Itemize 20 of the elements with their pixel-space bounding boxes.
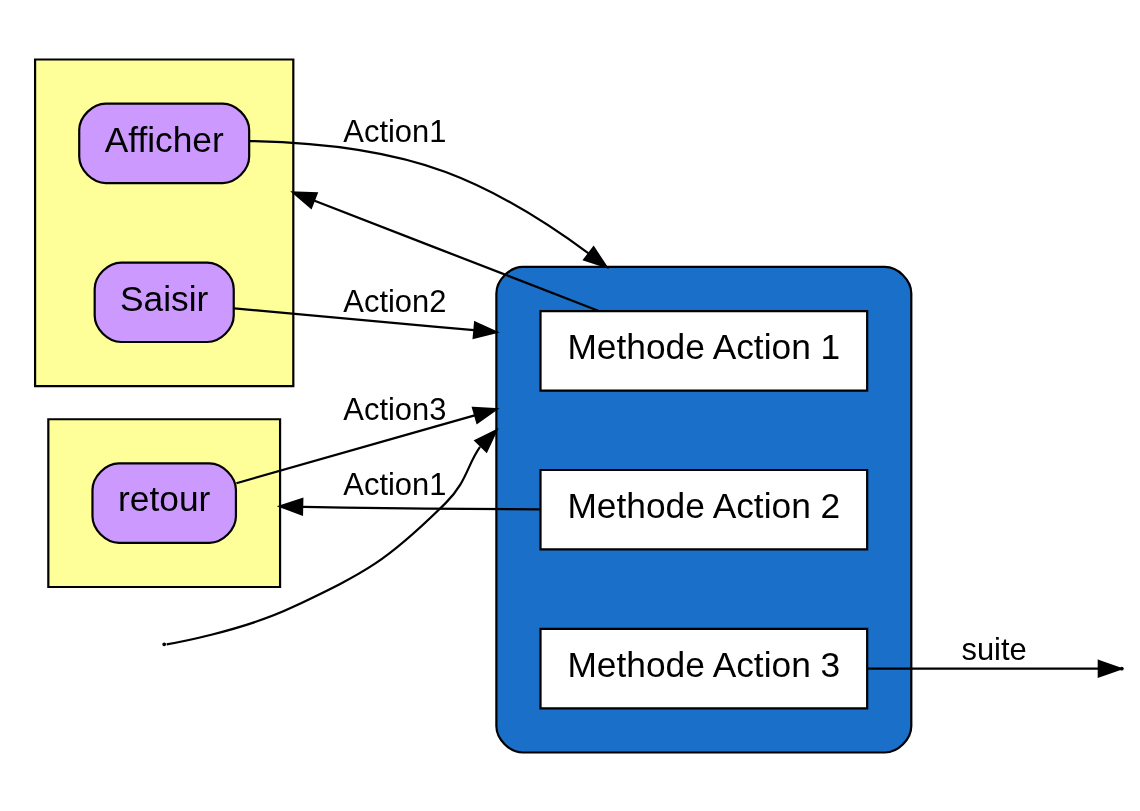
node-box: retour	[91, 461, 238, 544]
node-box: Methode Action 3	[539, 627, 869, 709]
cluster	[34, 57, 295, 387]
arrow	[290, 190, 599, 312]
edge-label: Action3	[343, 391, 447, 427]
edge-label: suite	[961, 631, 1027, 667]
cluster	[47, 417, 282, 588]
arrow	[249, 139, 610, 269]
edge-label: Action1	[343, 466, 447, 502]
node-box: Afficher	[78, 102, 251, 184]
arrow	[276, 497, 540, 516]
cluster	[495, 265, 913, 754]
arrow	[166, 427, 499, 645]
node-box: Saisir	[93, 260, 235, 343]
edge-label: Action2	[343, 283, 447, 319]
node-box: Methode Action 1	[539, 309, 869, 392]
edge-label: Action1	[343, 113, 447, 149]
arrow	[234, 306, 500, 339]
node-box: Methode Action 2	[539, 468, 869, 551]
arrow	[236, 406, 500, 484]
